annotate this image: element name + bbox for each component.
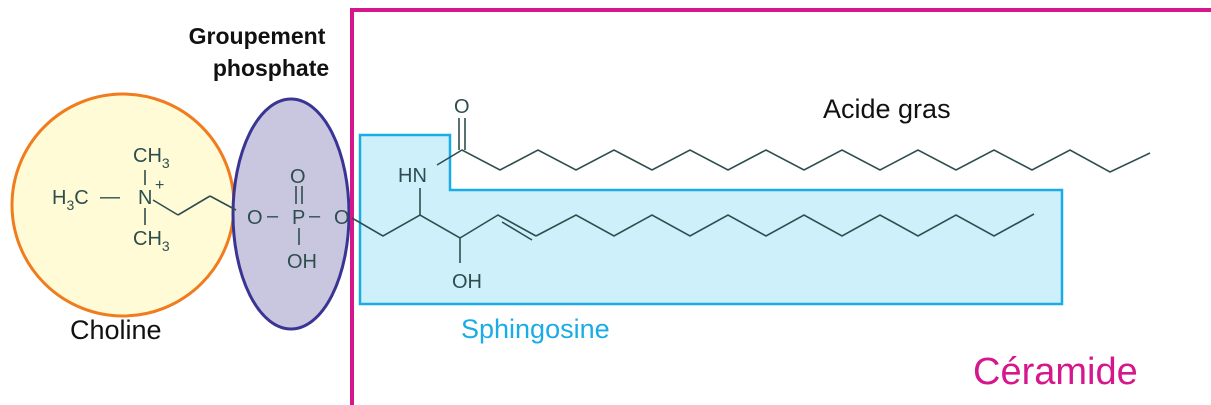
atom-plus: +: [155, 177, 164, 194]
atom-h3c: H3C: [52, 187, 89, 213]
phosphate-bonds: [295, 186, 303, 245]
label-sphingosine: Sphingosine: [461, 314, 610, 344]
atom-oh-phosphate: OH: [287, 251, 317, 273]
label-fatty-acid: Acide gras: [823, 94, 951, 124]
atom-o-carbonyl: O: [454, 96, 470, 118]
sphingosine-box: [358, 133, 1064, 306]
choline-bonds: [144, 170, 237, 225]
atom-o-choline: O: [247, 207, 263, 229]
label-groupement: Groupement: [189, 23, 326, 49]
atom-o-phosphate-top: O: [290, 166, 306, 188]
choline-circle: [10, 92, 236, 318]
label-phosphate: phosphate: [213, 55, 329, 81]
atom-n: N: [138, 187, 152, 209]
atom-o-right: O: [334, 207, 350, 229]
atom-p: P: [292, 207, 305, 229]
label-choline: Choline: [70, 315, 162, 345]
atom-hn: HN: [398, 165, 427, 187]
carbon-chains: [351, 118, 1151, 263]
label-ceramide: Céramide: [973, 351, 1138, 393]
atom-ch3-top: CH3: [133, 145, 170, 171]
atom-ch3-bottom: CH3: [133, 228, 170, 254]
atom-dash: —: [100, 186, 120, 208]
atom-dash-p-right: –: [309, 205, 321, 227]
phosphate-ellipse: [231, 97, 351, 331]
atom-dash-p-left: –: [267, 205, 279, 227]
ceramide-bracket: [350, 8, 1211, 405]
atom-oh-sphingosine: OH: [452, 271, 482, 293]
